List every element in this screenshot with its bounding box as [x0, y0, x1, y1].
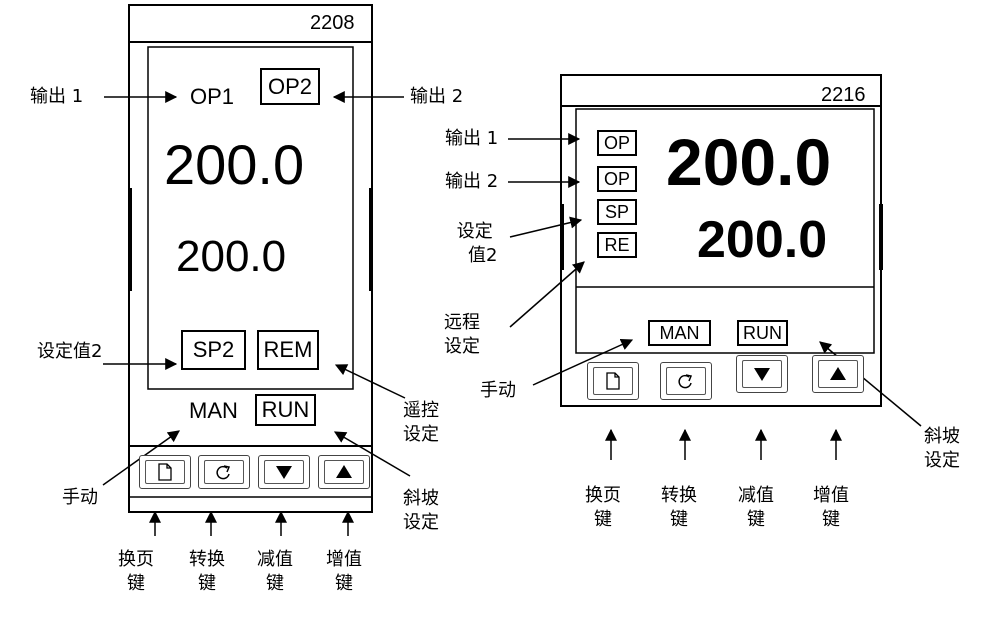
right-ramp-line2: 设定 — [924, 450, 960, 471]
left-page-key-line1: 换页 — [118, 549, 154, 570]
right-scroll-key[interactable] — [660, 362, 712, 400]
right-op-b-indicator: OP — [597, 166, 637, 192]
left-setpoint-value: 200.0 — [176, 232, 287, 281]
down-arrow-icon — [754, 368, 770, 381]
left-man-indicator: MAN — [189, 398, 238, 423]
left-up-key-line2: 键 — [335, 573, 353, 594]
page-icon — [606, 372, 620, 390]
left-scroll-key-label: 转换 键 — [189, 548, 225, 596]
left-down-key[interactable] — [258, 455, 310, 489]
right-man-indicator: MAN — [648, 320, 711, 346]
left-op1-indicator: OP1 — [190, 84, 235, 109]
right-down-key-label: 减值 键 — [738, 484, 774, 532]
right-re-indicator: RE — [597, 232, 637, 258]
right-down-key-line2: 键 — [747, 509, 765, 530]
right-setpoint2-label: 设定 值2 — [452, 220, 498, 268]
right-sp-indicator: SP — [597, 199, 637, 225]
right-page-key-label: 换页 键 — [585, 484, 621, 532]
right-arrows — [508, 133, 922, 460]
scroll-icon — [216, 465, 231, 480]
left-op2-indicator: OP2 — [260, 68, 320, 105]
left-rem-indicator: REM — [257, 330, 319, 370]
left-up-key-label: 增值 键 — [326, 548, 362, 596]
left-page-key-label: 换页 键 — [118, 548, 154, 596]
right-model-number: 2216 — [821, 84, 866, 106]
left-process-value: 200.0 — [164, 133, 305, 196]
left-remote-line1: 遥控 — [403, 400, 439, 421]
left-down-key-label: 减值 键 — [257, 548, 293, 596]
right-manual-label: 手动 — [480, 380, 516, 401]
right-up-key-line1: 增值 — [813, 485, 849, 506]
left-run-indicator: RUN — [255, 394, 316, 426]
left-ramp-line1: 斜坡 — [403, 488, 439, 509]
right-down-key-line1: 减值 — [738, 485, 774, 506]
left-device-frame — [128, 4, 373, 513]
left-down-key-line1: 减值 — [257, 549, 293, 570]
right-scroll-key-line1: 转换 — [661, 485, 697, 506]
right-device-frame — [560, 74, 883, 407]
left-scroll-key-line2: 键 — [198, 573, 216, 594]
right-output1-label: 输出 1 — [445, 128, 499, 149]
left-output2-label: 输出 2 — [410, 86, 464, 107]
right-process-value: 200.0 — [666, 125, 832, 199]
right-remote-label: 远程 设定 — [444, 311, 480, 359]
scroll-icon — [678, 374, 693, 389]
right-setpoint2-line2: 值2 — [468, 245, 498, 266]
right-output2-label: 输出 2 — [445, 171, 499, 192]
down-arrow-icon — [276, 466, 292, 479]
left-manual-label: 手动 — [62, 487, 98, 508]
left-ramp-label: 斜坡 设定 — [403, 487, 439, 535]
left-model-number: 2208 — [310, 12, 355, 34]
right-down-key[interactable] — [736, 355, 788, 393]
right-remote-line2: 设定 — [444, 336, 480, 357]
right-setpoint2-line1: 设定 — [456, 221, 493, 242]
right-setpoint-value: 200.0 — [697, 211, 828, 269]
right-page-key-line2: 键 — [594, 509, 612, 530]
right-remote-line1: 远程 — [444, 312, 480, 333]
left-sp2-indicator: SP2 — [181, 330, 246, 370]
left-output1-label: 输出 1 — [30, 86, 84, 107]
left-scroll-key[interactable] — [198, 455, 250, 489]
left-up-key[interactable] — [318, 455, 370, 489]
right-up-key[interactable] — [812, 355, 864, 393]
right-page-key-line1: 换页 — [585, 485, 621, 506]
right-ramp-label: 斜坡 设定 — [924, 425, 960, 473]
right-up-key-line2: 键 — [822, 509, 840, 530]
left-down-key-line2: 键 — [266, 573, 284, 594]
page-icon — [158, 463, 172, 481]
up-arrow-icon — [830, 367, 846, 380]
left-scroll-key-line1: 转换 — [189, 549, 225, 570]
left-remote-line2: 设定 — [403, 424, 439, 445]
right-run-indicator: RUN — [737, 320, 788, 346]
right-page-key[interactable] — [587, 362, 639, 400]
left-up-key-line1: 增值 — [326, 549, 362, 570]
right-ramp-line1: 斜坡 — [924, 426, 960, 447]
left-page-key[interactable] — [139, 455, 191, 489]
right-op-a-indicator: OP — [597, 130, 637, 156]
left-setpoint2-label: 设定值2 — [37, 341, 103, 362]
up-arrow-icon — [336, 465, 352, 478]
right-scroll-key-label: 转换 键 — [661, 484, 697, 532]
left-ramp-line2: 设定 — [403, 512, 439, 533]
left-page-key-line2: 键 — [127, 573, 145, 594]
right-up-key-label: 增值 键 — [813, 484, 849, 532]
right-scroll-key-line2: 键 — [670, 509, 688, 530]
left-remote-label: 遥控 设定 — [403, 399, 439, 447]
